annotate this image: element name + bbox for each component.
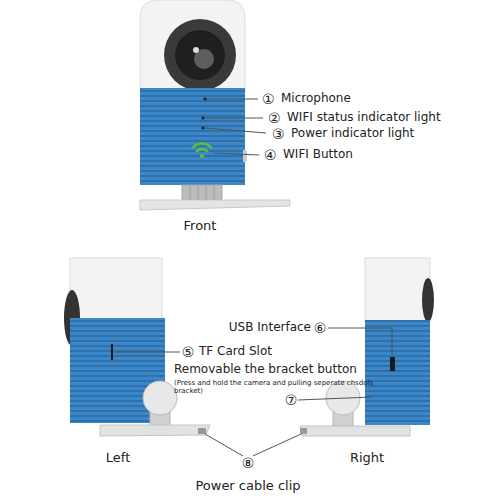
camera-head <box>140 0 245 92</box>
part-name: Microphone <box>281 92 351 106</box>
body-stripes <box>365 320 430 425</box>
indicator-light <box>201 116 204 119</box>
part-name: USB Interface <box>229 321 311 335</box>
body-stripes <box>140 88 245 185</box>
callout-number: ③ <box>272 126 285 142</box>
camera-body <box>365 320 430 425</box>
callout-number: ① <box>262 91 275 107</box>
leader-line <box>213 153 259 155</box>
view-label: Left <box>106 451 130 466</box>
cable-clip <box>198 428 206 434</box>
callout-number: ⑤ <box>182 344 195 360</box>
callout-number: ④ <box>264 147 277 163</box>
callout-number: ② <box>268 110 281 126</box>
leader-line <box>207 99 258 100</box>
part-name: Power indicator light <box>291 127 414 141</box>
side-port <box>243 150 247 162</box>
part-name: Power cable clip <box>195 479 300 494</box>
indicator-light <box>201 126 204 129</box>
callout-number: ⑦ <box>285 392 298 408</box>
camera-body <box>140 88 245 185</box>
cable-clip <box>300 428 307 434</box>
base-plate <box>300 426 410 436</box>
camera-lens <box>175 30 225 80</box>
callout-number: ⑧ <box>242 455 255 471</box>
leader-line <box>298 397 372 400</box>
stem-groove <box>190 186 191 199</box>
camera-lens <box>164 19 236 91</box>
stem-groove <box>198 186 199 199</box>
card-slot <box>111 344 113 360</box>
camera-head <box>365 258 430 322</box>
part-name: Removable the bracket button <box>174 363 357 377</box>
wifi-icon <box>196 149 208 152</box>
bracket-ball <box>143 381 177 415</box>
wifi-icon <box>192 144 212 149</box>
camera-lens <box>422 278 434 322</box>
part-name: WIFI Button <box>283 148 353 162</box>
leader-line <box>253 434 301 456</box>
lens-highlight <box>193 47 199 53</box>
microphone-hole <box>203 97 206 100</box>
leader-line <box>205 128 266 133</box>
note-text: (Press and hold the camera and pulling s… <box>174 379 374 395</box>
base-plate <box>100 425 210 436</box>
view-label: Right <box>350 451 384 466</box>
wifi-icon <box>200 154 204 158</box>
part-name: TF Card Slot <box>199 345 272 359</box>
leader-line <box>205 118 263 119</box>
stand-stem <box>182 185 222 200</box>
leader-line <box>114 352 180 353</box>
camera-head <box>70 258 162 322</box>
leader-line <box>205 434 243 456</box>
stem-groove <box>214 186 215 199</box>
usb-port <box>390 357 395 371</box>
base-plate <box>140 200 290 210</box>
view-label: Front <box>184 219 217 234</box>
callout-number: ⑥ <box>314 320 327 336</box>
part-name: WIFI status indicator light <box>287 111 441 125</box>
stem-groove <box>206 186 207 199</box>
leader-line <box>328 328 392 355</box>
